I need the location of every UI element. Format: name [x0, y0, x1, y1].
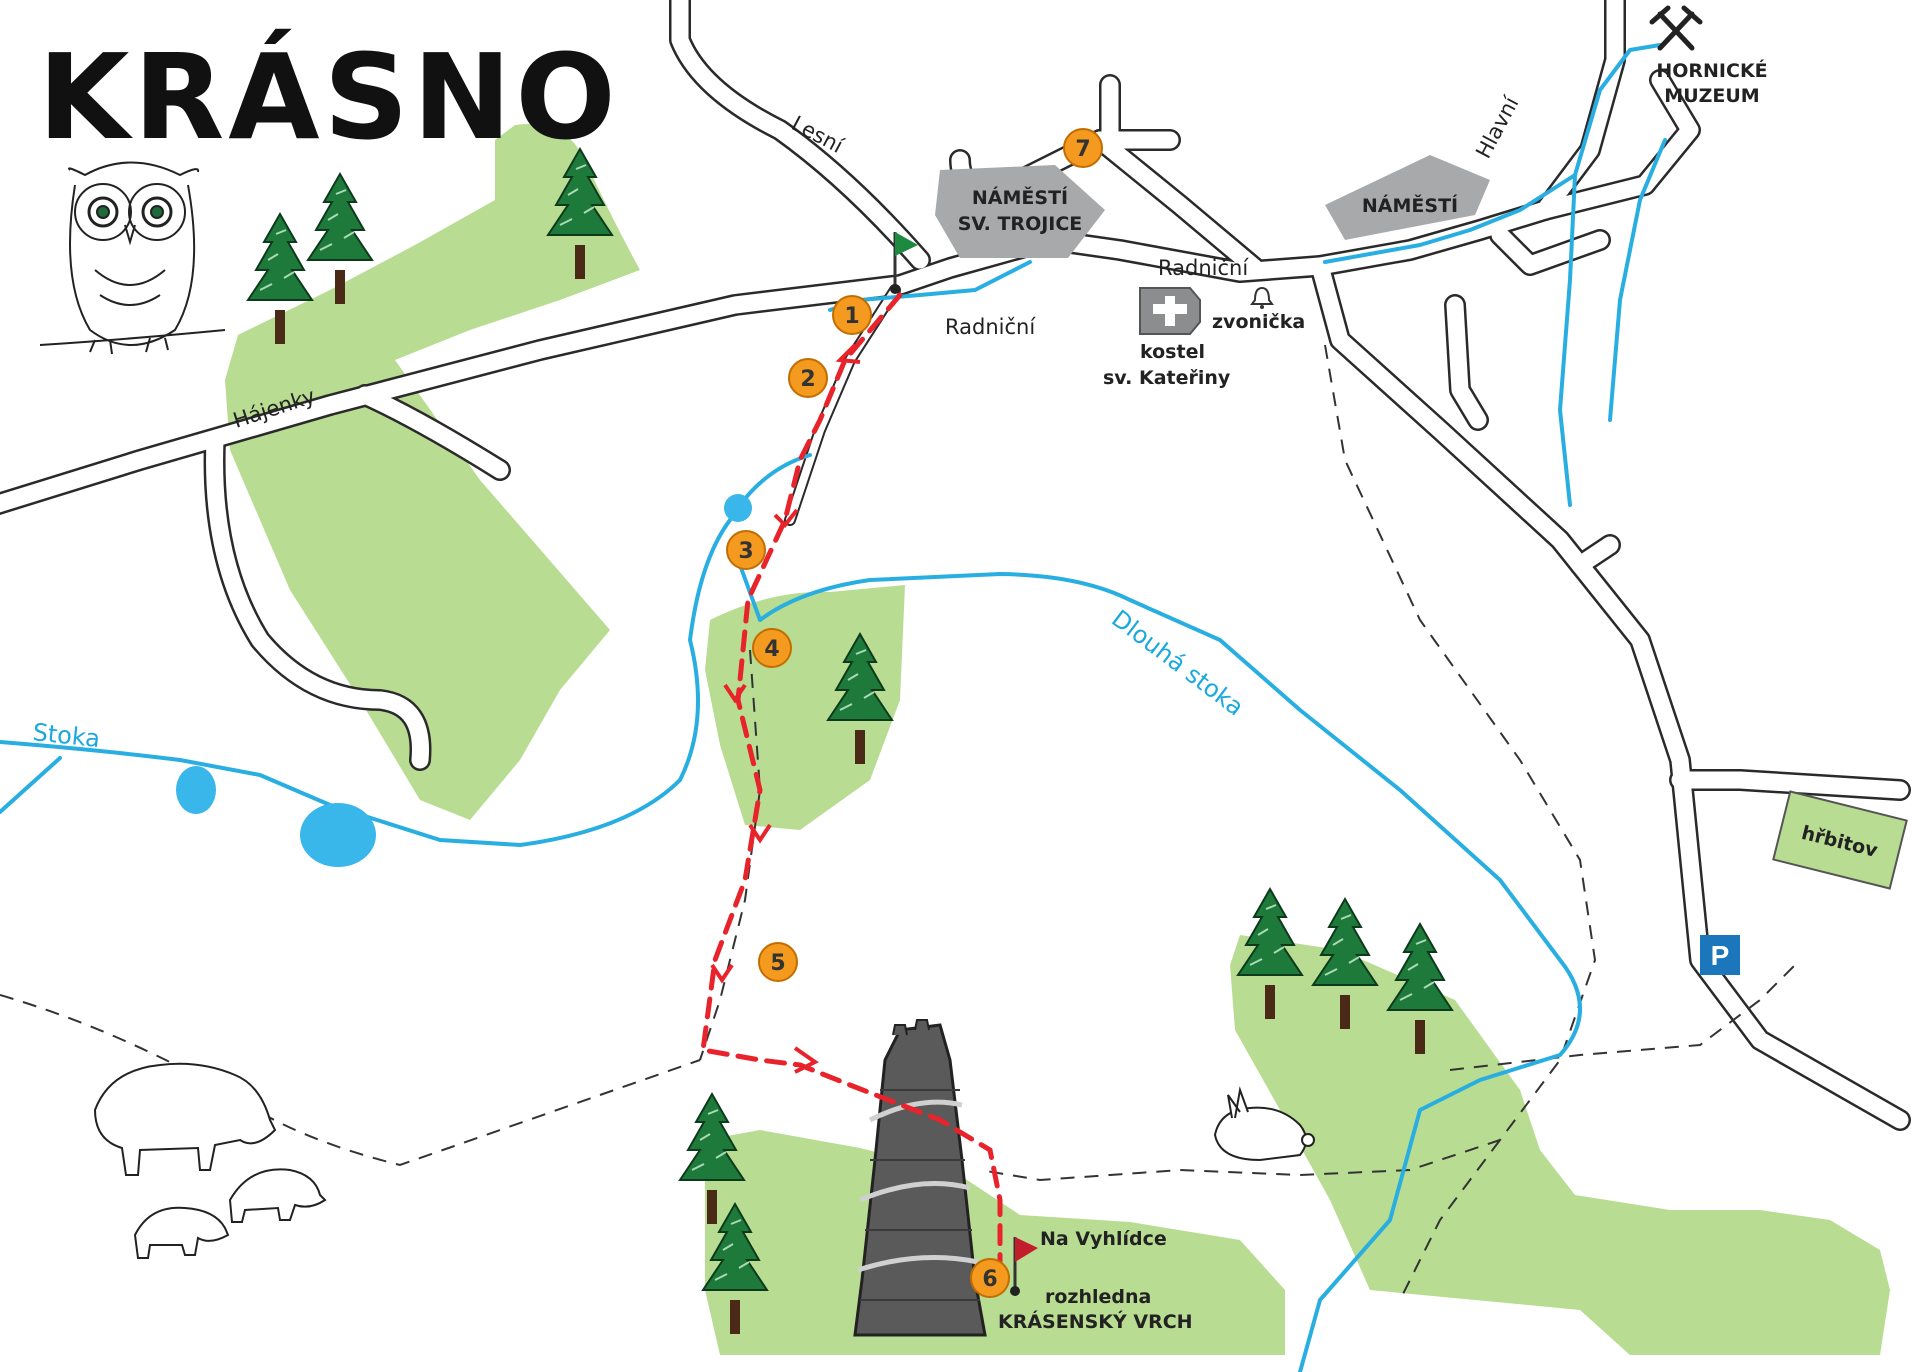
church-label: kostel: [1140, 341, 1205, 363]
stop-marker[interactable]: 4: [752, 628, 792, 668]
map-title: KRÁSNO: [38, 28, 620, 166]
street-label-radnicni: Radniční: [1158, 256, 1249, 280]
stop-number: 4: [764, 637, 779, 662]
bell-label: zvonička: [1212, 311, 1305, 333]
stop-marker[interactable]: 2: [788, 358, 828, 398]
route-arrow: [710, 963, 734, 984]
lookout-tower-icon: [853, 1019, 987, 1337]
forest-tower: [705, 1130, 1285, 1355]
route-arrow: [835, 343, 861, 364]
pond-tiny: [724, 494, 752, 522]
stop-marker[interactable]: 3: [726, 530, 766, 570]
forest-east: [1230, 935, 1890, 1355]
museum-label: MUZEUM: [1664, 85, 1759, 107]
stop-number: 6: [982, 1267, 997, 1292]
square-sv-trojice: [935, 165, 1105, 258]
stop-marker[interactable]: 6: [970, 1258, 1010, 1298]
pond-large: [300, 803, 376, 867]
stop-number: 7: [1075, 137, 1090, 162]
stream-label-stoka: Stoka: [31, 718, 101, 753]
stop-number: 5: [770, 951, 785, 976]
route-arrow: [748, 823, 772, 844]
route-arrow: [723, 683, 747, 704]
pond-small: [176, 766, 216, 814]
flag-icon: [1010, 1237, 1038, 1296]
stop-marker[interactable]: 1: [832, 295, 872, 335]
square-label: NÁMĚSTÍ: [972, 186, 1068, 209]
square-label: NÁMĚSTÍ: [1362, 194, 1458, 217]
streams: [0, 43, 1667, 1372]
forest-owl-tree: [400, 190, 560, 290]
street-label-radnicni: Radniční: [945, 315, 1036, 339]
owl-icon: [39, 161, 226, 355]
stop-number: 1: [844, 304, 859, 329]
boar-icon: [93, 1062, 327, 1259]
rabbit-icon: [1213, 1086, 1315, 1162]
route-arrow: [773, 508, 799, 528]
cemetery: [1772, 790, 1908, 890]
viewpoint-label: Na Vyhlídce: [1040, 1228, 1167, 1250]
parking-label: P: [1711, 940, 1730, 971]
square-label: SV. TROJICE: [958, 213, 1083, 235]
tower-label: KRÁSENSKÝ VRCH: [998, 1309, 1193, 1333]
forest-north: [225, 124, 640, 820]
church-label: sv. Kateřiny: [1103, 367, 1231, 389]
flag-icon: [890, 232, 918, 294]
church-icon: [1139, 287, 1201, 335]
stop-marker[interactable]: 5: [758, 942, 798, 982]
parking-icon: P: [1700, 935, 1740, 975]
museum-label: HORNICKÉ: [1656, 59, 1767, 82]
road-network: [0, 0, 1911, 1131]
tower-label: rozhledna: [1045, 1286, 1151, 1308]
stop-marker[interactable]: 7: [1063, 128, 1103, 168]
stop-number: 2: [800, 367, 815, 392]
trail-route: [700, 292, 1003, 1273]
stop-number: 3: [738, 539, 753, 564]
crossed-hammers-icon: [1649, 5, 1703, 51]
bell-icon: [1250, 286, 1274, 309]
footpaths: [0, 344, 1801, 1301]
square-namesti: [1325, 155, 1490, 240]
street-label-hlavni: Hlavní: [1471, 92, 1524, 163]
route-arrow: [793, 1046, 819, 1074]
